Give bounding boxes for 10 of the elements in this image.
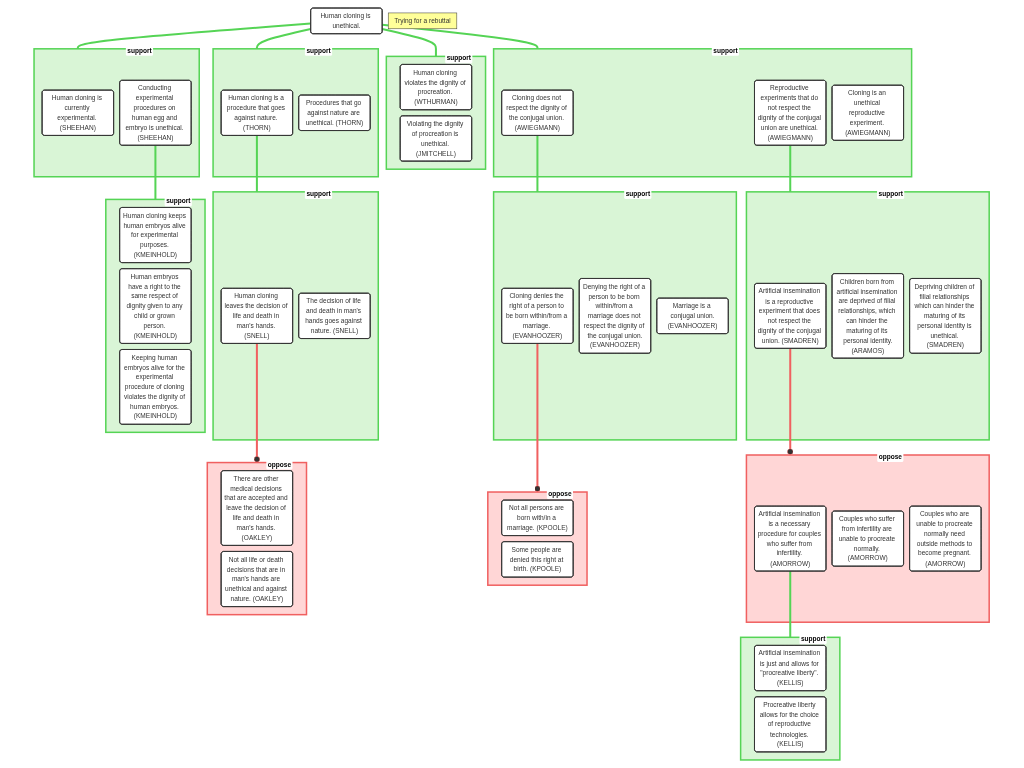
connector	[382, 28, 438, 57]
connector	[787, 348, 794, 455]
connector	[256, 28, 312, 49]
connector	[789, 145, 792, 192]
connector	[77, 22, 312, 50]
connector	[534, 343, 541, 492]
connector	[154, 145, 157, 200]
connector	[789, 571, 792, 638]
connector	[536, 135, 539, 192]
connector	[256, 135, 259, 192]
